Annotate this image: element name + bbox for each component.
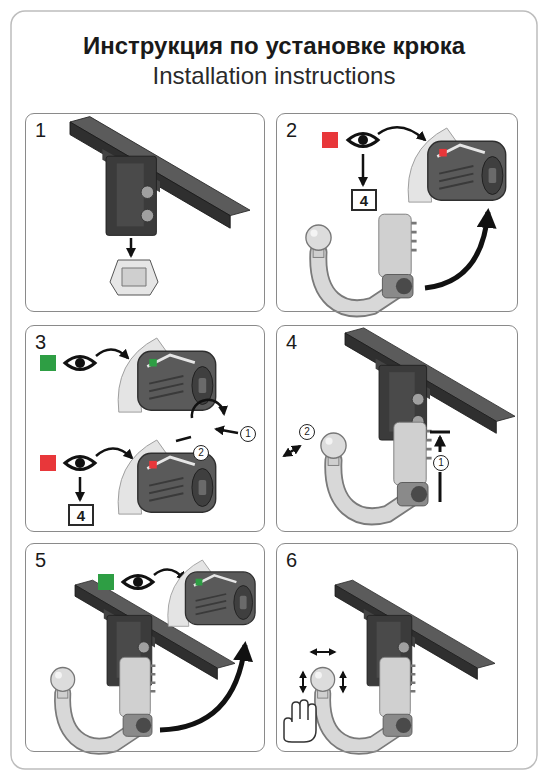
step-6-art: [284, 580, 495, 746]
insert-arrow: [439, 437, 442, 452]
subtitle-label: Installation instructions: [0, 62, 548, 90]
step-5-art: [123, 576, 153, 589]
step-number: 2: [286, 119, 297, 142]
step-panel: 24: [276, 113, 518, 312]
step-3-art: [40, 338, 238, 514]
step-3-art: [65, 357, 95, 370]
check-arrow: [311, 651, 335, 653]
sequence-number: 1: [245, 429, 251, 439]
step-2-art: [306, 214, 417, 308]
check-arrow: [342, 672, 344, 692]
goto-arrow: [79, 477, 82, 500]
lock-detail: [168, 560, 255, 626]
step-number: 5: [35, 549, 46, 572]
step-2-art: [306, 127, 506, 308]
step-1-art: [122, 268, 146, 286]
sequence-circle: 2: [299, 424, 315, 440]
reference-number: 4: [360, 193, 368, 208]
stop-bar: [430, 431, 450, 434]
step-panel: 3 1 2 4: [25, 325, 265, 532]
reference-number: 4: [77, 508, 85, 523]
red-indicator: [439, 149, 447, 157]
step-number: 4: [286, 331, 297, 354]
step-reference-box: 4: [68, 504, 94, 526]
receiver-socket: [110, 260, 158, 295]
sequence-number: 2: [304, 427, 310, 437]
look-arrow: [96, 349, 128, 358]
lock-detail: [118, 440, 216, 514]
title-heading: Инструкция по установке крюка: [0, 32, 548, 60]
sequence-number: 2: [198, 448, 204, 458]
step-5-art: [51, 560, 255, 746]
stop-mark: [176, 437, 191, 441]
step-1-art: [70, 117, 250, 295]
step-3-art: [65, 457, 95, 470]
green-indicator: [149, 359, 157, 367]
insert-arrow: [439, 472, 442, 502]
step-4-art: [345, 328, 515, 440]
step-number: 1: [35, 119, 46, 142]
green-indicator: [98, 574, 114, 590]
step-1-art: [70, 117, 250, 236]
down-arrow: [130, 238, 133, 256]
look-arrow: [378, 127, 425, 140]
lock-detail: [118, 440, 216, 514]
lock-detail: [168, 560, 255, 626]
step-2-art: [348, 134, 378, 147]
swing-arrow: [284, 446, 300, 456]
lock-detail: [408, 128, 506, 202]
green-indicator: [196, 579, 203, 586]
step-panel: 1: [25, 113, 265, 312]
lock-detail: [408, 128, 506, 202]
step-panel: 5: [25, 543, 265, 752]
red-indicator: [40, 455, 56, 471]
sequence-number: 1: [438, 458, 444, 468]
check-arrow: [302, 672, 304, 692]
green-indicator: [40, 355, 56, 371]
rotate-arrow: [192, 400, 224, 418]
push-arrow: [216, 429, 238, 433]
step-panel: 4 2 1: [276, 325, 518, 532]
red-indicator: [322, 132, 338, 148]
step-6-art: [311, 657, 416, 746]
zoom-arrow: [160, 645, 245, 730]
step-panel: 6: [276, 543, 518, 752]
look-arrow: [96, 448, 132, 458]
goto-arrow: [362, 154, 365, 185]
step-4-art: [321, 422, 432, 516]
step-number: 6: [286, 549, 297, 572]
step-number: 3: [35, 331, 46, 354]
step-6-art: [335, 580, 495, 686]
red-indicator: [149, 461, 157, 469]
step-reference-box: 4: [351, 189, 377, 211]
sequence-circle: 1: [240, 426, 256, 442]
step-4-art: [284, 328, 515, 516]
sequence-circle: 1: [433, 455, 449, 471]
hand-icon: [284, 700, 316, 742]
zoom-arrow: [425, 212, 488, 288]
page-frame: [11, 11, 537, 769]
step-5-art: [51, 657, 156, 746]
sequence-circle: 2: [193, 445, 209, 461]
